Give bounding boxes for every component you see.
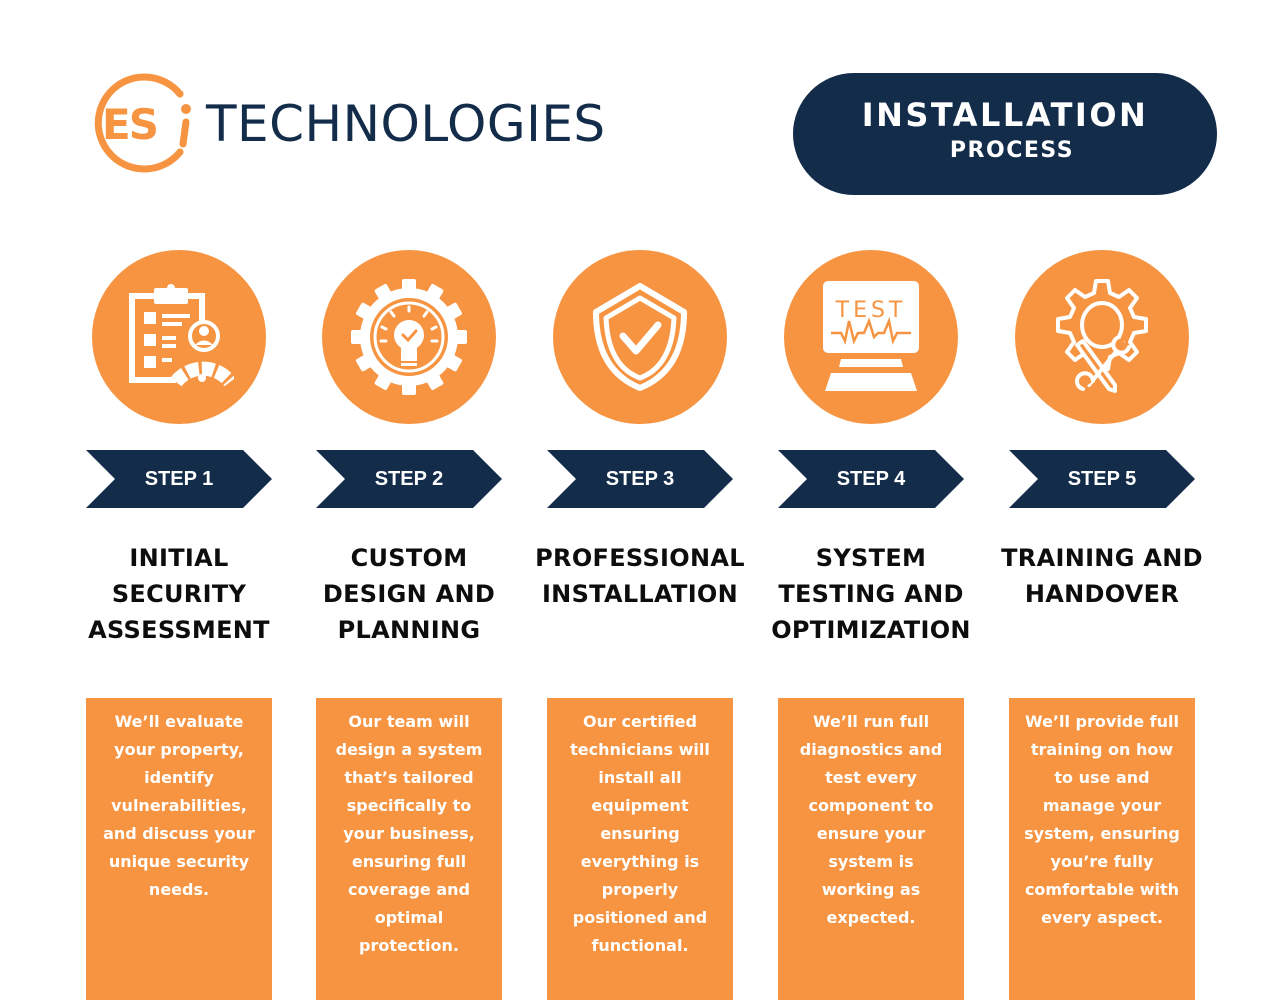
step-heading: PROFESSIONAL INSTALLATION <box>535 544 745 608</box>
step-icon-circle: TEST <box>784 250 958 424</box>
step-icon-circle <box>92 250 266 424</box>
logo-mark: ES <box>92 72 196 176</box>
chevron-arrow-icon <box>316 450 502 508</box>
step-badge-1: STEP 1 <box>86 450 272 508</box>
step-description: We’ll provide full training on how to us… <box>1009 698 1195 1000</box>
step-icon-circle <box>553 250 727 424</box>
computer-test-icon: TEST <box>823 281 919 391</box>
step-description: Our team will design a system that’s tai… <box>316 698 502 1000</box>
step-label: STEP 5 <box>1067 468 1137 490</box>
step-badge-2: STEP 2 <box>316 450 502 508</box>
step-description: We’ll run full diagnostics and test ever… <box>778 698 964 1000</box>
step-icon-circle <box>322 250 496 424</box>
title-badge: INSTALLATION PROCESS <box>793 73 1217 195</box>
chevron-arrow-icon <box>547 450 733 508</box>
step-heading: SYSTEM TESTING AND OPTIMIZATION <box>771 544 971 644</box>
svg-text:TEST: TEST <box>835 298 907 323</box>
company-name: TECHNOLOGIES <box>206 95 606 153</box>
step-description: Our certified technicians will install a… <box>547 698 733 1000</box>
logo-ring-icon <box>94 73 191 173</box>
step-label: STEP 2 <box>374 468 444 490</box>
logo-initials: ES <box>102 100 159 149</box>
step-label: STEP 3 <box>605 468 675 490</box>
gear-tools-icon <box>1056 279 1148 393</box>
shield-check-icon <box>593 283 687 391</box>
gear-lightbulb-icon <box>351 279 467 395</box>
step-badge-3: STEP 3 <box>547 450 733 508</box>
step-description: We’ll evaluate your property, identify v… <box>86 698 272 1000</box>
clipboard-assessment-icon <box>129 284 234 387</box>
step-icon-circle <box>1015 250 1189 424</box>
chevron-arrow-icon <box>1009 450 1195 508</box>
step-badge-5: STEP 5 <box>1009 450 1195 508</box>
step-heading: TRAINING AND HANDOVER <box>1001 544 1203 608</box>
step-label: STEP 1 <box>144 468 214 490</box>
step-label: STEP 4 <box>836 468 906 490</box>
chevron-arrow-icon <box>778 450 964 508</box>
step-badge-4: STEP 4 <box>778 450 964 508</box>
step-heading: INITIAL SECURITY ASSESSMENT <box>88 544 270 644</box>
company-logo: ES TECHNOLOGIES <box>92 72 606 176</box>
page-title: INSTALLATION <box>861 96 1149 134</box>
page-subtitle: PROCESS <box>949 138 1075 163</box>
step-heading: CUSTOM DESIGN AND PLANNING <box>322 544 496 644</box>
chevron-arrow-icon <box>86 450 272 508</box>
